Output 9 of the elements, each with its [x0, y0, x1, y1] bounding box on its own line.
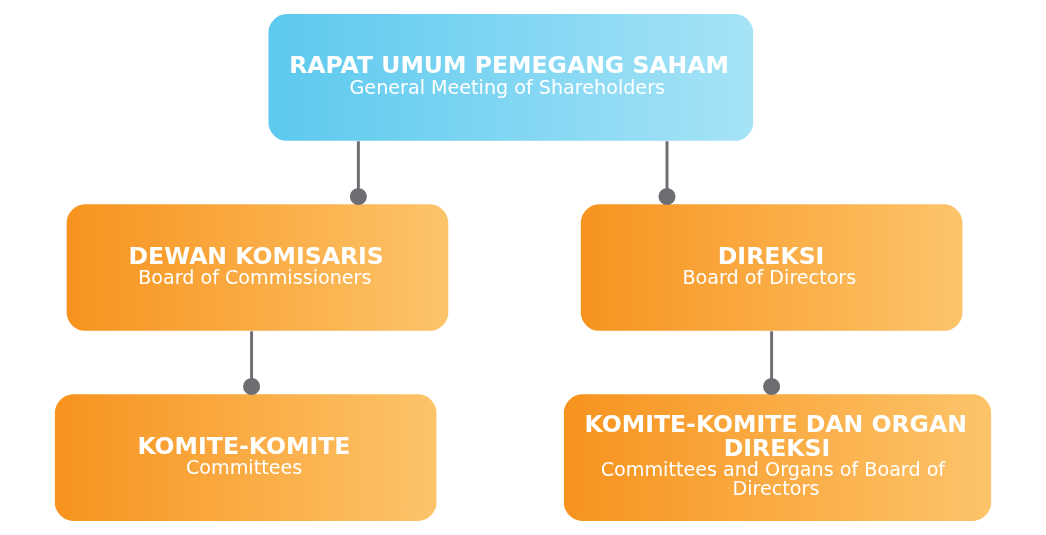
node-box: KOMITE-KOMITE DAN ORGAN DIREKSI Committees and Organs of Board of Directors [563, 394, 992, 521]
node-box: KOMITE-KOMITE Committees [54, 394, 437, 521]
node-box: DEWAN KOMISARIS Board of Commissioners [66, 204, 449, 331]
connector [243, 331, 261, 396]
connector [658, 141, 676, 205]
node-box: RAPAT UMUM PEMEGANG SAHAM General Meeting of Shareholders [268, 14, 754, 141]
node-box: DIREKSI Board of Directors [580, 204, 963, 331]
connector [349, 141, 367, 205]
connector [763, 331, 781, 396]
